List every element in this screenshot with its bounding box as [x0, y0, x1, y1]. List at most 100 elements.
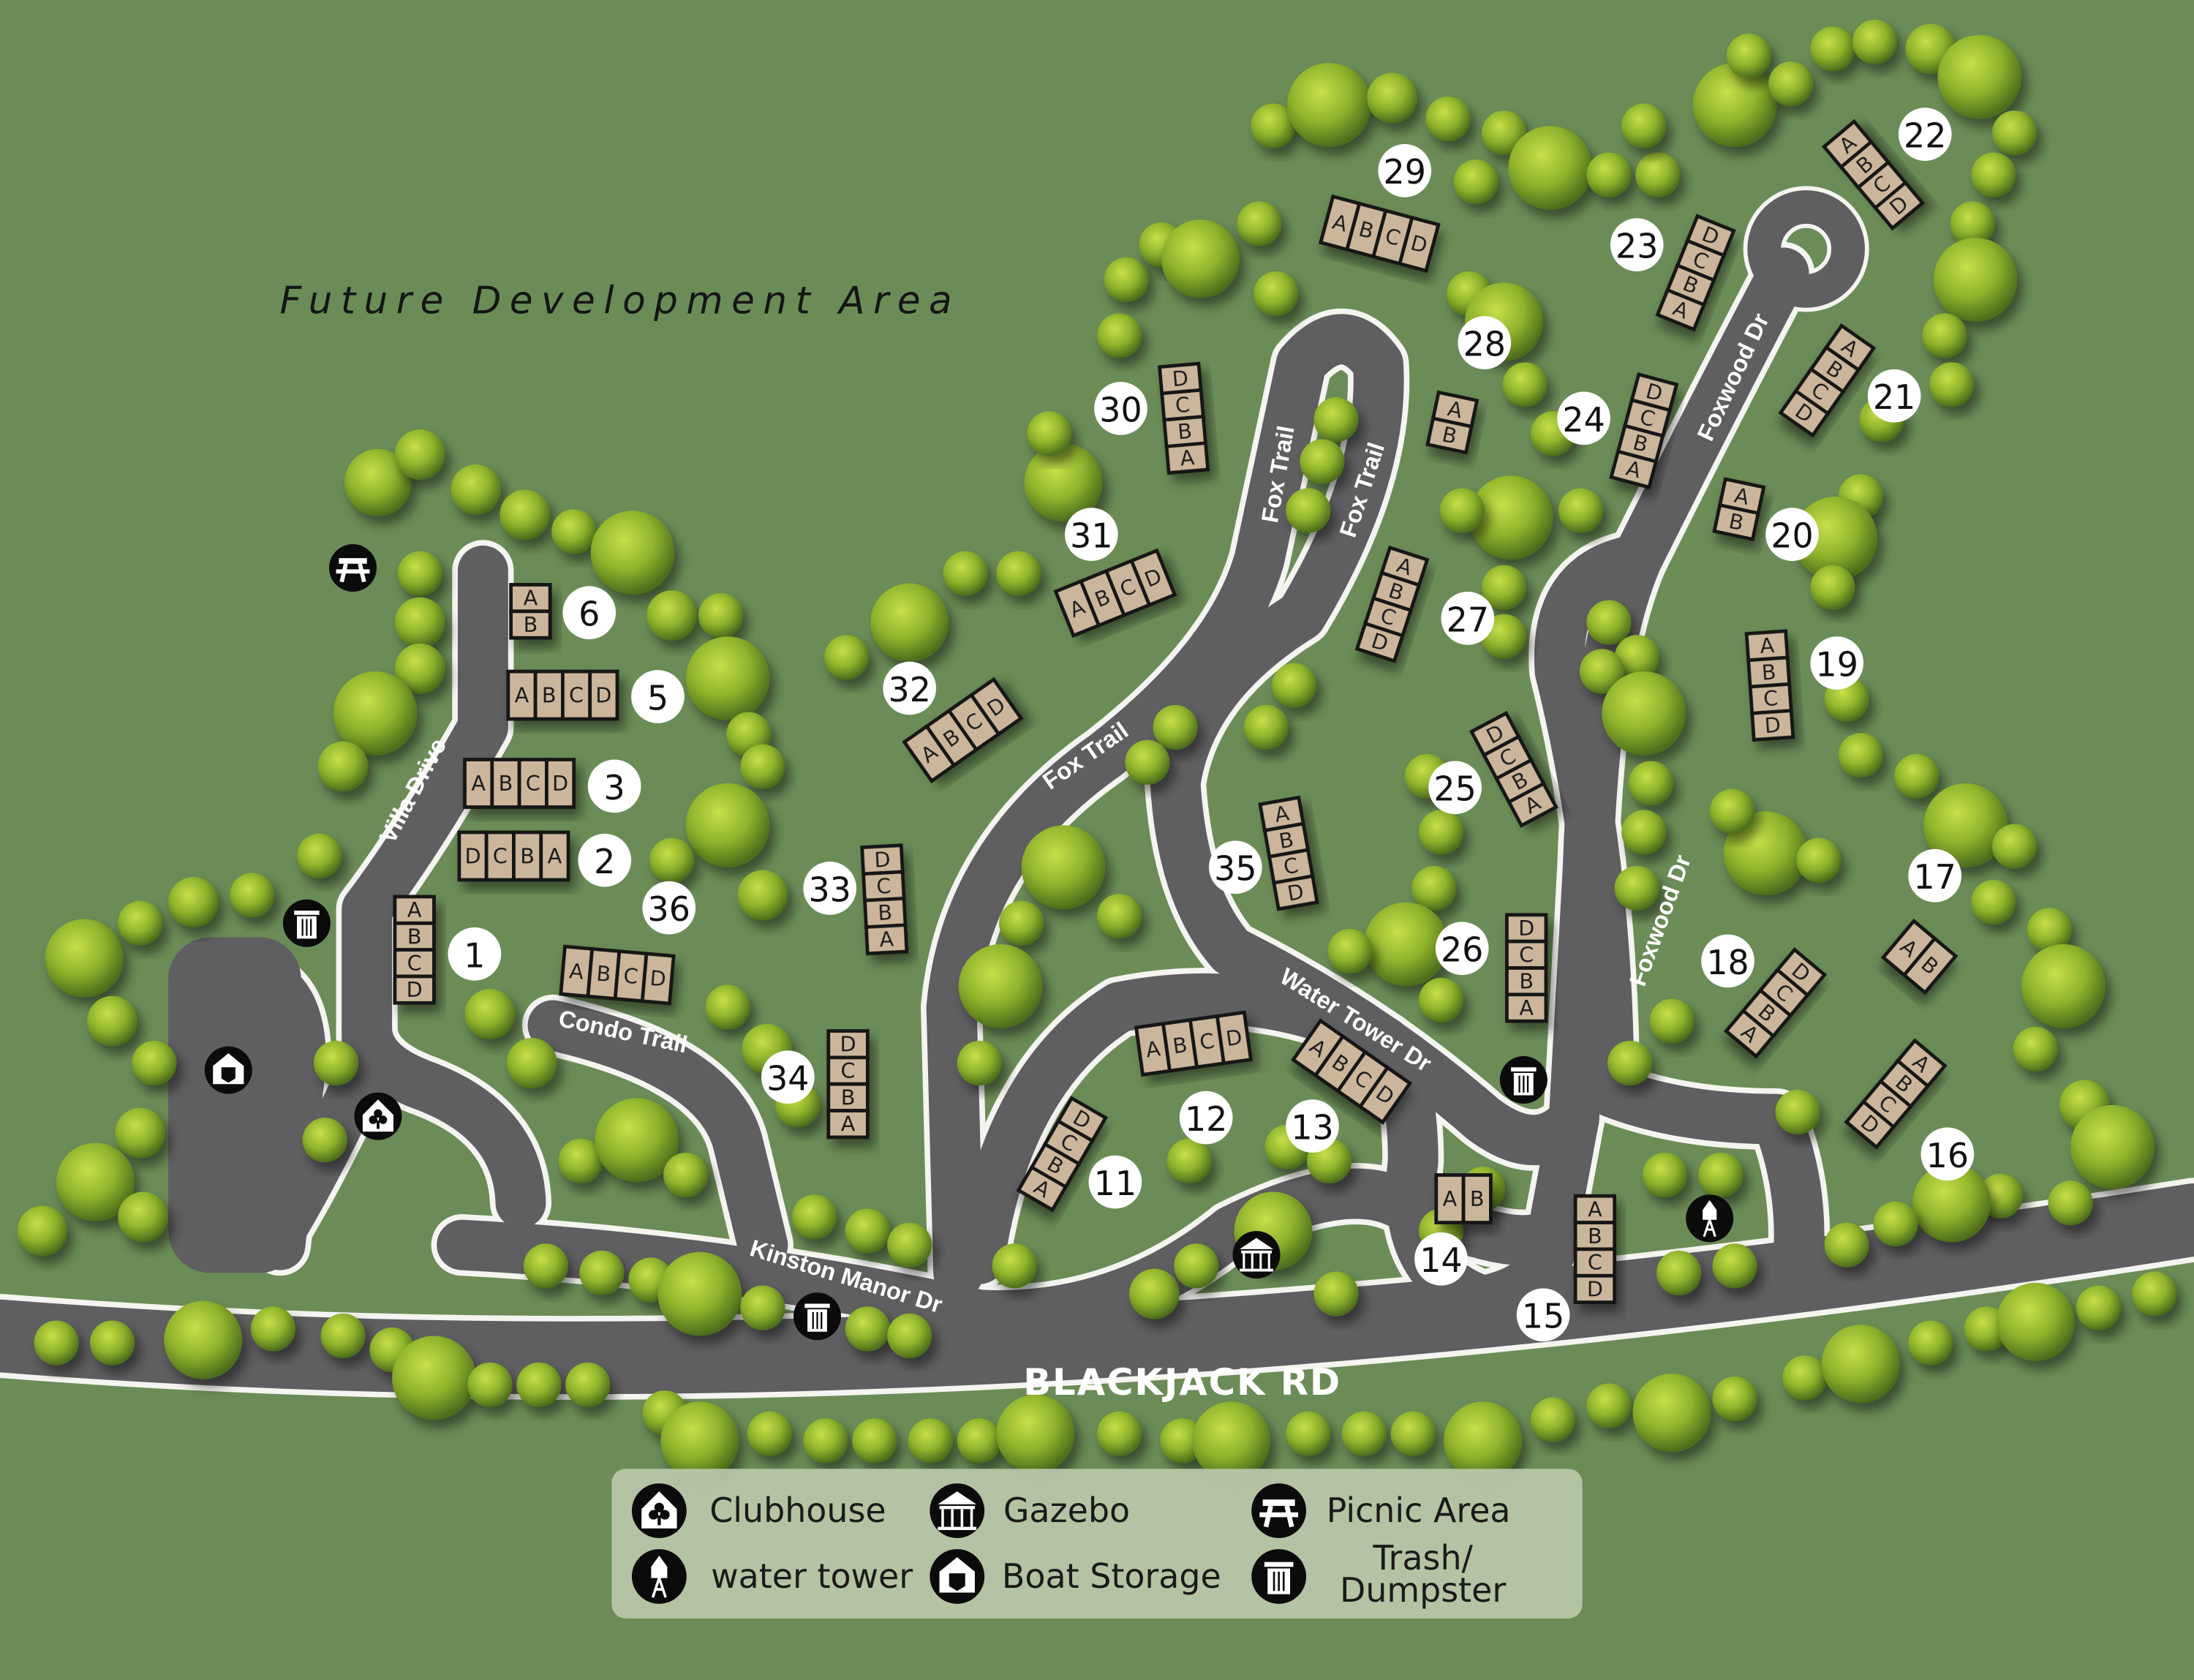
unit-27D[interactable]	[1354, 621, 1405, 663]
unit-1A[interactable]	[393, 894, 436, 925]
tree	[1852, 19, 1897, 64]
building-number-22: 22	[1898, 108, 1952, 161]
trash-can-icon	[1251, 1549, 1307, 1604]
unit-30A[interactable]	[1164, 441, 1210, 475]
unit-3D[interactable]	[545, 758, 576, 809]
tree	[590, 511, 675, 595]
gazebo-icon	[1232, 1231, 1281, 1279]
trash-can-icon	[282, 899, 331, 947]
unit-36D[interactable]	[640, 952, 676, 1006]
unit-22D[interactable]	[1872, 180, 1926, 231]
unit-13D[interactable]	[1357, 1065, 1413, 1125]
unit-34D[interactable]	[826, 1029, 870, 1060]
unit-2A[interactable]	[539, 830, 570, 882]
unit-24A[interactable]	[1609, 449, 1659, 490]
unit-1B[interactable]	[393, 921, 436, 952]
building-17[interactable]: AB	[1880, 918, 1959, 995]
unit-26A[interactable]	[1504, 992, 1548, 1023]
unit-12D[interactable]	[1215, 1010, 1254, 1066]
unit-23A[interactable]	[1655, 287, 1706, 332]
building-number-23: 23	[1610, 218, 1664, 272]
tree	[595, 1098, 679, 1183]
building-number-28: 28	[1458, 316, 1512, 369]
unit-letter: B	[499, 771, 513, 796]
unit-3A[interactable]	[463, 758, 494, 809]
unit-5A[interactable]	[506, 669, 538, 721]
unit-5D[interactable]	[588, 669, 619, 721]
unit-letter: A	[515, 683, 529, 708]
unit-1D[interactable]	[393, 974, 436, 1005]
unit-26C[interactable]	[1504, 939, 1548, 970]
tree	[958, 943, 1043, 1028]
unit-16D[interactable]	[1844, 1099, 1896, 1150]
building-number-text: 16	[1926, 1136, 1969, 1175]
tree	[1439, 488, 1485, 533]
unit-2C[interactable]	[484, 830, 516, 882]
unit-34C[interactable]	[826, 1055, 870, 1086]
unit-35D[interactable]	[1272, 874, 1319, 911]
tree	[1418, 977, 1464, 1023]
unit-21D[interactable]	[1778, 388, 1831, 438]
tree	[34, 1320, 79, 1366]
unit-31D[interactable]	[1129, 548, 1177, 608]
building-number-text: 17	[1913, 857, 1956, 897]
unit-11A[interactable]	[1016, 1164, 1068, 1213]
tree	[1726, 33, 1771, 79]
unit-14B[interactable]	[1461, 1173, 1493, 1224]
building-28[interactable]: AB	[1425, 390, 1479, 455]
unit-6B[interactable]	[509, 609, 552, 640]
clubhouse-icon	[354, 1092, 402, 1140]
unit-5C[interactable]	[561, 669, 592, 721]
tree	[1558, 488, 1604, 533]
unit-29D[interactable]	[1398, 215, 1441, 274]
tree	[1286, 488, 1331, 533]
building-number-18: 18	[1701, 934, 1754, 988]
unit-19D[interactable]	[1750, 708, 1795, 742]
unit-2D[interactable]	[457, 830, 489, 882]
tree	[394, 597, 445, 648]
street-label-blackjack-rd: BLACKJACK RD	[1023, 1361, 1341, 1404]
unit-28B[interactable]	[1425, 416, 1474, 455]
unit-15D[interactable]	[1573, 1273, 1617, 1304]
unit-20B[interactable]	[1712, 502, 1760, 542]
building-6[interactable]: AB	[509, 583, 552, 640]
unit-25A[interactable]	[1507, 781, 1558, 828]
unit-18A[interactable]	[1724, 1008, 1776, 1059]
unit-32D[interactable]	[968, 677, 1024, 737]
unit-17B[interactable]	[1901, 935, 1959, 995]
unit-letter: B	[524, 612, 538, 637]
unit-33A[interactable]	[864, 923, 909, 956]
building-20[interactable]: AB	[1712, 477, 1766, 542]
unit-34A[interactable]	[826, 1109, 870, 1140]
unit-15B[interactable]	[1573, 1221, 1617, 1251]
